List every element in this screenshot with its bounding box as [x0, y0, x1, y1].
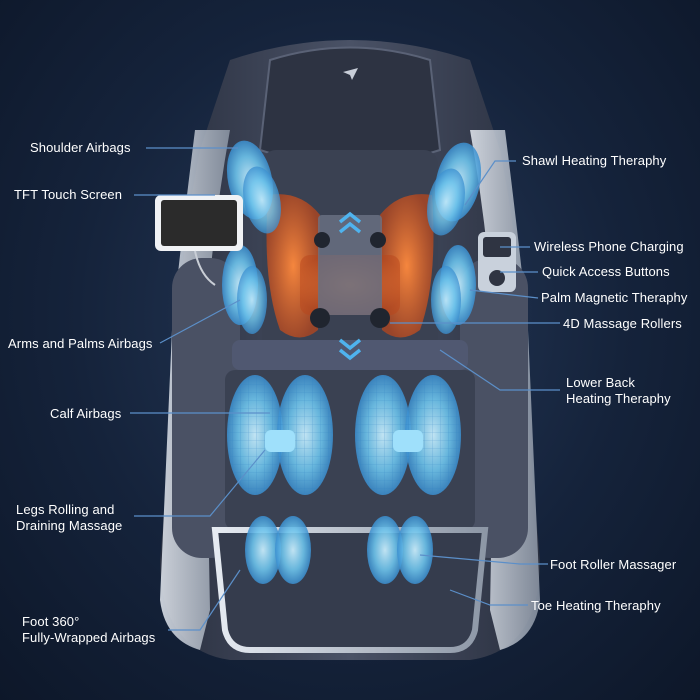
brand-logo-icon	[343, 68, 358, 80]
label-shawl-heating: Shawl Heating Theraphy	[522, 153, 667, 168]
label-quick-access: Quick Access Buttons	[542, 264, 670, 279]
label-calf-airbags: Calf Airbags	[50, 406, 122, 421]
calf-airbags	[227, 375, 461, 495]
shoulder-airbags	[226, 140, 482, 236]
label-foot-360-line1: Foot 360°	[22, 614, 80, 629]
chevron-down-icon	[338, 338, 362, 361]
label-foot-360: Foot 360° Fully-Wrapped Airbags	[22, 614, 155, 646]
label-lower-back-line2: Heating Theraphy	[566, 391, 671, 406]
tft-screen	[155, 195, 243, 286]
massage-rollers	[310, 215, 390, 328]
label-shoulder-airbags: Shoulder Airbags	[30, 140, 131, 155]
leader-lines	[130, 147, 560, 631]
label-legs-rolling: Legs Rolling and Draining Massage	[16, 502, 122, 534]
label-4d-rollers: 4D Massage Rollers	[563, 316, 682, 331]
label-palm-magnetic: Palm Magnetic Theraphy	[541, 290, 688, 305]
label-toe-heating: Toe Heating Theraphy	[531, 598, 661, 613]
label-foot-360-line2: Fully-Wrapped Airbags	[22, 630, 156, 645]
chevron-up-icon	[338, 211, 362, 234]
label-foot-roller: Foot Roller Massager	[550, 557, 677, 572]
label-lower-back: Lower Back Heating Theraphy	[566, 375, 671, 407]
label-lower-back-line1: Lower Back	[566, 375, 635, 390]
label-legs-rolling-line1: Legs Rolling and	[16, 502, 115, 517]
label-legs-rolling-line2: Draining Massage	[16, 518, 123, 533]
label-wireless-charging: Wireless Phone Charging	[534, 239, 684, 254]
foot-airbags	[245, 516, 433, 584]
label-arms-palms-airbags: Arms and Palms Airbags	[8, 336, 153, 351]
label-tft-touch-screen: TFT Touch Screen	[14, 187, 123, 202]
control-panel	[478, 232, 516, 292]
